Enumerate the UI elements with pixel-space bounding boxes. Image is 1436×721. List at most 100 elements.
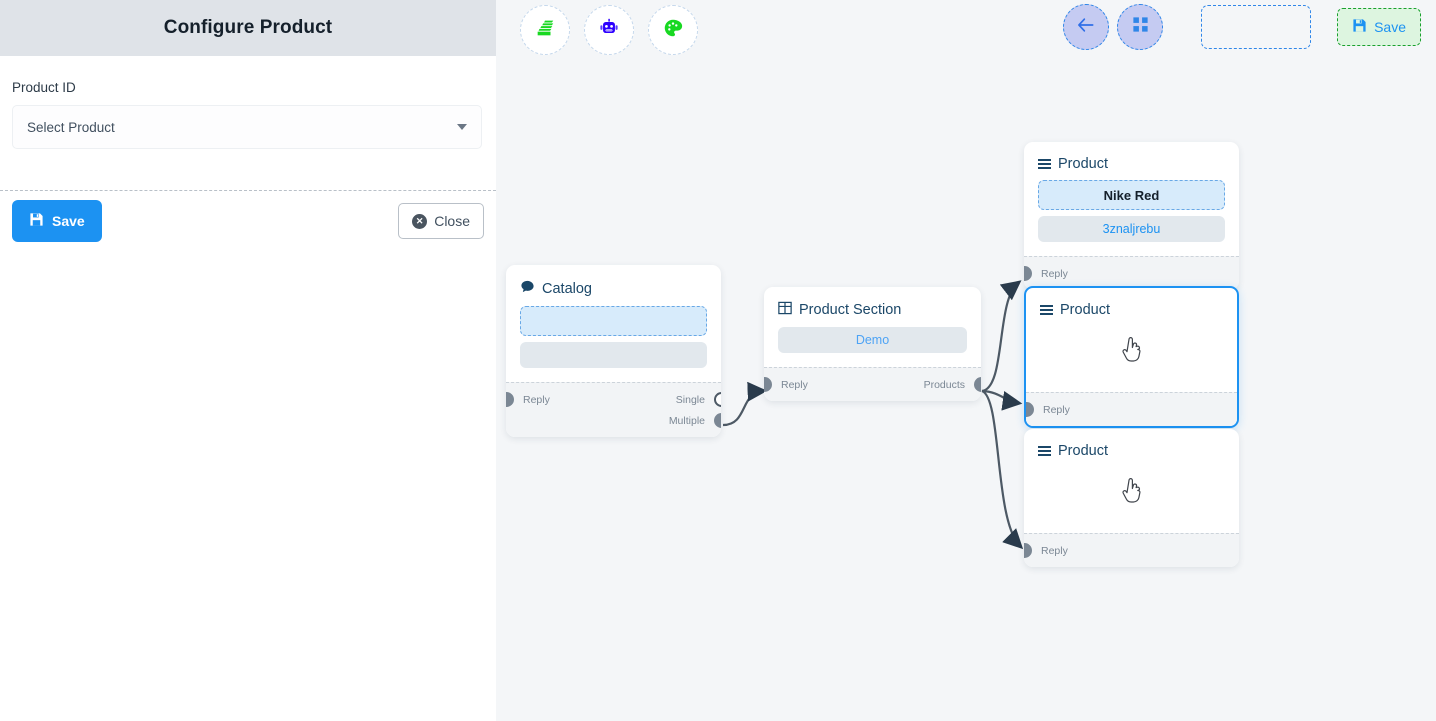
- port-dot[interactable]: [714, 413, 721, 428]
- floppy-disk-icon: [29, 212, 44, 230]
- catalog-out-port-multiple[interactable]: Multiple: [668, 413, 721, 428]
- product-bottom-in-port[interactable]: Reply: [1024, 543, 1068, 558]
- save-button-label: Save: [52, 213, 85, 229]
- grid-table-icon: [778, 301, 792, 319]
- canvas-toolbar-left: [520, 5, 698, 55]
- node-catalog-body: [506, 306, 721, 382]
- port-dot-hollow[interactable]: [714, 392, 721, 407]
- product-middle-placeholder[interactable]: [1040, 326, 1223, 378]
- list-icon: [1040, 305, 1053, 315]
- product-select[interactable]: Select Product: [12, 105, 482, 149]
- edge-section-to-product-bottom: [981, 389, 1024, 550]
- product-section-in-port-label: Reply: [781, 378, 808, 391]
- port-dot[interactable]: [764, 377, 772, 392]
- edge-section-to-product-top: [981, 280, 1022, 393]
- product-middle-in-port-label: Reply: [1043, 403, 1070, 416]
- catalog-port-multiple-label: Multiple: [668, 414, 705, 427]
- catalog-chip-plain[interactable]: [520, 342, 707, 368]
- chevron-down-icon: [457, 124, 467, 130]
- canvas-toolbar-right: Save: [1063, 4, 1421, 50]
- port-dot[interactable]: [974, 377, 981, 392]
- node-product-section-body: Demo: [764, 327, 981, 367]
- node-product-bottom-title: Product: [1058, 443, 1108, 459]
- robot-icon: [598, 17, 620, 44]
- node-catalog[interactable]: Catalog Reply Single Multiple: [506, 265, 721, 437]
- close-circle-icon: ✕: [412, 213, 428, 229]
- page-title: Configure Product: [163, 17, 333, 38]
- stack-tool-button[interactable]: [520, 5, 570, 55]
- product-section-port-products-label: Products: [923, 378, 965, 391]
- compress-icon: [1131, 15, 1150, 39]
- node-product-middle-body: [1026, 326, 1237, 392]
- node-product-section-header: Product Section: [764, 287, 981, 327]
- canvas-save-button[interactable]: Save: [1337, 8, 1421, 46]
- node-product-top-title: Product: [1058, 156, 1108, 172]
- toolbar-empty-slot[interactable]: [1201, 5, 1312, 49]
- port-dot[interactable]: [506, 392, 514, 407]
- node-catalog-header: Catalog: [506, 265, 721, 306]
- node-product-bottom-body: [1024, 467, 1239, 533]
- product-id-label: Product ID: [12, 80, 76, 95]
- node-product-top-body: Nike Red 3znaljrebu: [1024, 180, 1239, 256]
- save-button[interactable]: Save: [12, 200, 102, 242]
- node-product-section-footer: Reply Products: [764, 367, 981, 401]
- port-dot[interactable]: [1024, 543, 1032, 558]
- product-top-chip-variant[interactable]: 3znaljrebu: [1038, 216, 1225, 242]
- port-dot[interactable]: [1024, 266, 1032, 281]
- product-top-in-port-label: Reply: [1041, 267, 1068, 280]
- panel-divider: [0, 190, 496, 191]
- node-product-middle-title: Product: [1060, 302, 1110, 318]
- floppy-disk-icon: [1352, 18, 1367, 36]
- node-catalog-title: Catalog: [542, 280, 592, 297]
- node-product-middle[interactable]: Product Reply: [1024, 286, 1239, 428]
- panel-header: Configure Product: [0, 0, 496, 56]
- node-product-bottom[interactable]: Product Reply: [1024, 429, 1239, 567]
- edge-section-to-product-middle: [981, 389, 1023, 411]
- palette-icon: [662, 17, 684, 44]
- catalog-in-port-label: Reply: [523, 393, 550, 406]
- pointing-hand-icon: [1120, 336, 1144, 369]
- catalog-out-port-single[interactable]: Single: [675, 392, 721, 407]
- close-button[interactable]: ✕ Close: [398, 203, 484, 239]
- product-bottom-in-port-label: Reply: [1041, 544, 1068, 557]
- product-middle-in-port[interactable]: Reply: [1026, 402, 1070, 417]
- stack-icon: [534, 17, 556, 44]
- arrow-left-icon: [1076, 15, 1096, 40]
- product-top-in-port[interactable]: Reply: [1024, 266, 1068, 281]
- node-product-top-footer: Reply: [1024, 256, 1239, 290]
- panel-actions: Save ✕ Close: [0, 200, 496, 242]
- node-catalog-footer: Reply Single Multiple: [506, 382, 721, 437]
- catalog-in-port[interactable]: Reply: [506, 392, 550, 407]
- edge-catalog-to-section: [722, 381, 768, 427]
- node-product-bottom-header: Product: [1024, 429, 1239, 467]
- fit-view-button[interactable]: [1117, 4, 1164, 50]
- node-product-section[interactable]: Product Section Demo Reply Products: [764, 287, 981, 401]
- node-product-middle-header: Product: [1026, 288, 1237, 326]
- robot-tool-button[interactable]: [584, 5, 634, 55]
- product-select-value: Select Product: [27, 119, 115, 135]
- catalog-chip-dashed[interactable]: [520, 306, 707, 336]
- palette-tool-button[interactable]: [648, 5, 698, 55]
- node-product-top-header: Product: [1024, 142, 1239, 180]
- pointing-hand-icon: [1120, 477, 1144, 510]
- product-bottom-placeholder[interactable]: [1038, 467, 1225, 519]
- product-section-out-port-products[interactable]: Products: [923, 377, 981, 392]
- panel-body: Product ID Select Product: [0, 56, 496, 149]
- product-section-chip-demo[interactable]: Demo: [778, 327, 967, 353]
- port-dot[interactable]: [1026, 402, 1034, 417]
- back-button[interactable]: [1063, 4, 1110, 50]
- node-product-bottom-footer: Reply: [1024, 533, 1239, 567]
- list-icon: [1038, 446, 1051, 456]
- canvas-save-label: Save: [1374, 19, 1406, 35]
- list-icon: [1038, 159, 1051, 169]
- catalog-port-single-label: Single: [675, 393, 705, 406]
- node-product-top[interactable]: Product Nike Red 3znaljrebu Reply: [1024, 142, 1239, 290]
- product-top-chip-nike-red[interactable]: Nike Red: [1038, 180, 1225, 210]
- chat-bubble-icon: [520, 279, 535, 298]
- product-section-in-port[interactable]: Reply: [764, 377, 808, 392]
- flow-canvas[interactable]: Save Catalog Reply: [496, 0, 1436, 721]
- node-product-section-title: Product Section: [799, 302, 902, 318]
- configure-product-panel: Configure Product Product ID Select Prod…: [0, 0, 496, 721]
- close-button-label: Close: [434, 213, 470, 229]
